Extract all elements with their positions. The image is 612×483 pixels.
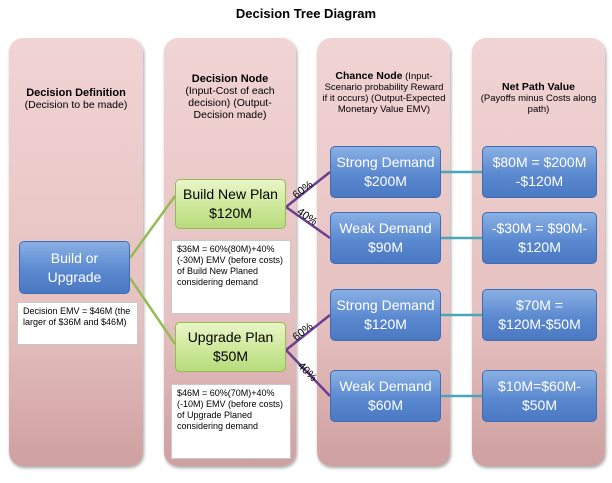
connector-root-upgrade xyxy=(128,277,177,345)
net-1-line1: $80M = $200M xyxy=(492,154,587,170)
decision-header: Decision Node (Input-Cost of each decisi… xyxy=(170,73,290,121)
net-header: Net Path Value (Payoffs minus Costs alon… xyxy=(478,81,599,116)
definition-header-title: Decision Definition xyxy=(26,87,126,99)
chance-header-subtitle-inline: (Input- xyxy=(405,71,433,82)
chance-header-title: Chance Node xyxy=(335,70,403,82)
net-value-3: $70M = $120M-$50M xyxy=(482,289,597,341)
chance-1-line2: $200M xyxy=(364,173,407,189)
connector-upgrade-strong xyxy=(285,314,331,351)
chance-2-line2: $90M xyxy=(367,239,404,255)
chance-4-line2: $60M xyxy=(367,397,404,413)
chance-header: Chance Node (Input- Scenario probability… xyxy=(322,70,446,116)
connector-build-strong xyxy=(285,171,331,208)
build-line1: Build New Plan xyxy=(183,186,278,202)
decision-header-subtitle: (Input-Cost of each decision) (Output-De… xyxy=(185,85,275,121)
chance-2-line1: Weak Demand xyxy=(339,220,432,236)
build-line2: $120M xyxy=(209,205,252,221)
decision-header-title: Decision Node xyxy=(191,73,269,85)
net-value-1: $80M = $200M -$120M xyxy=(482,146,597,198)
definition-header: Decision Definition (Decision to be made… xyxy=(12,87,140,111)
chance-node-strong-demand-1: Strong Demand $200M xyxy=(330,146,441,198)
chance-1-line1: Strong Demand xyxy=(336,154,435,170)
chance-4-line1: Weak Demand xyxy=(339,378,432,394)
chance-node-strong-demand-2: Strong Demand $120M xyxy=(330,289,441,341)
chance-node-weak-demand-1: Weak Demand $90M xyxy=(330,212,441,264)
root-line1: Build or xyxy=(50,249,99,266)
net-2-line2: $120M xyxy=(518,239,561,255)
decision-node-build-new: Build New Plan $120M xyxy=(175,179,286,229)
net-4-line1: $10M=$60M- xyxy=(498,378,581,394)
upgrade-emv-note: $46M = 60%(70M)+40%(-10M) EMV (before co… xyxy=(171,384,291,459)
root-decision-node: Build or Upgrade xyxy=(19,241,130,294)
build-emv-note: $36M = 60%(80M)+40%(-30M) EMV (before co… xyxy=(171,240,291,314)
connector-root-build xyxy=(128,195,177,259)
chance-header-subtitle: Scenario probability Reward if it occurs… xyxy=(322,82,446,115)
root-line2: Upgrade xyxy=(47,268,102,285)
diagram-title: Decision Tree Diagram xyxy=(235,6,377,21)
net-value-2: -$30M = $90M- $120M xyxy=(482,212,597,264)
connector-upgrade-weak xyxy=(285,349,331,397)
net-value-4: $10M=$60M- $50M xyxy=(482,370,597,422)
decision-node-upgrade: Upgrade Plan $50M xyxy=(175,322,286,372)
definition-header-subtitle: (Decision to be made) xyxy=(24,99,128,111)
net-1-line2: -$120M xyxy=(515,173,564,189)
chance-3-line2: $120M xyxy=(364,316,407,332)
net-4-line2: $50M xyxy=(521,397,557,413)
upgrade-line2: $50M xyxy=(212,348,249,364)
net-2-line1: -$30M = $90M- xyxy=(491,220,588,236)
chance-3-line1: Strong Demand xyxy=(336,297,435,313)
root-emv-note: Decision EMV = $46M (the larger of $36M … xyxy=(17,302,138,345)
net-header-subtitle: (Payoffs minus Costs along path) xyxy=(480,93,597,115)
upgrade-line1: Upgrade Plan xyxy=(187,329,274,345)
chance-node-weak-demand-2: Weak Demand $60M xyxy=(330,370,441,422)
net-3-line1: $70M = xyxy=(515,297,564,313)
net-3-line2: $120M-$50M xyxy=(498,316,581,332)
connector-build-weak xyxy=(285,205,331,240)
net-header-title: Net Path Value xyxy=(502,81,575,93)
